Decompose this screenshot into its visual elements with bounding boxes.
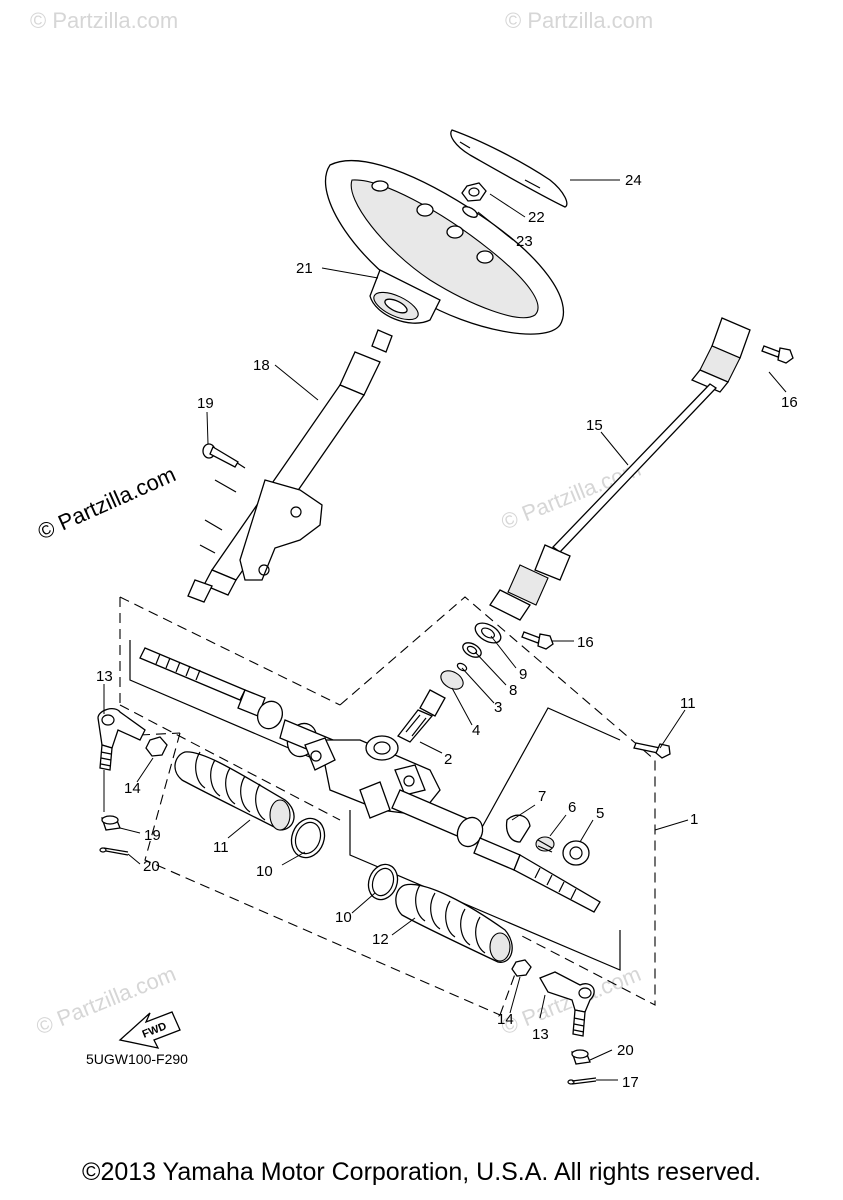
- tie-rod-end-13-left: [97, 708, 146, 771]
- callout-22: 22: [528, 209, 545, 226]
- circlip-3: [456, 662, 468, 672]
- callout-4: 4: [472, 722, 480, 739]
- steering-rack-right: [391, 789, 601, 913]
- pinion-shaft: [397, 709, 434, 743]
- callout-14-left: 14: [124, 780, 141, 797]
- steering-shaft: [489, 317, 751, 621]
- nut-19-left: [101, 815, 121, 831]
- boot-11-right: [395, 883, 513, 963]
- watermark-faint: © Partzilla.com: [498, 456, 645, 535]
- watermark-faint: © Partzilla.com: [505, 8, 653, 33]
- nut-14-right: [511, 959, 532, 977]
- callout-7: 7: [538, 788, 546, 805]
- copyright-notice: ©2013 Yamaha Motor Corporation, U.S.A. A…: [82, 1158, 761, 1186]
- watermark-partzilla: © Partzilla.com: [34, 461, 180, 544]
- oil-seal-9: [474, 622, 502, 644]
- callout-14-right: 14: [497, 1011, 514, 1028]
- callout-2: 2: [444, 751, 452, 768]
- callout-10-right: 10: [335, 909, 352, 926]
- guide-7: [505, 814, 531, 843]
- clamp-10-right: [367, 863, 399, 901]
- bolt-16-lower: [521, 631, 554, 650]
- callout-8: 8: [509, 682, 517, 699]
- steering-cover: [450, 129, 568, 208]
- callout-11-right: 12: [372, 931, 389, 948]
- callout-21: 21: [296, 260, 313, 277]
- nut-19-right: [571, 1049, 591, 1065]
- washer-23: [462, 206, 478, 218]
- callouts: 24 22 23 21 18 19 15 16 16 9 8 3 4 2 11 …: [96, 172, 798, 1091]
- callout-16-upper: 16: [781, 394, 798, 411]
- bolt-18: [202, 443, 239, 468]
- callout-19-left: 19: [144, 827, 161, 844]
- nut-14-left: [145, 736, 168, 757]
- callout-15: 15: [586, 417, 603, 434]
- callout-5: 5: [596, 805, 604, 822]
- adjust-bolt-5: [562, 840, 590, 866]
- bearing-4: [419, 670, 464, 717]
- steering-wheel: [324, 159, 565, 335]
- rack-boxes: [129, 640, 621, 971]
- cotter-pin-20-left: [99, 847, 129, 856]
- bolt-16-upper: [761, 345, 794, 364]
- bolt-12: [633, 742, 671, 759]
- callout-1: 1: [690, 811, 698, 828]
- callout-10-left: 10: [256, 863, 273, 880]
- callout-23: 23: [516, 233, 533, 250]
- clamp-10-left: [290, 817, 326, 859]
- callout-9: 9: [519, 666, 527, 683]
- leader-lines: [103, 179, 787, 1081]
- callout-18: 19: [197, 395, 214, 412]
- steering-column: [187, 329, 393, 603]
- cotter-pin-20-right: [567, 1077, 597, 1085]
- nut-22: [461, 182, 487, 202]
- watermark-faint: © Partzilla.com: [30, 8, 178, 33]
- callout-13-left: 13: [96, 668, 113, 685]
- callout-6: 6: [568, 799, 576, 816]
- callout-19-right: 20: [617, 1042, 634, 1059]
- callout-11-left: 11: [213, 839, 229, 856]
- spring-6: [535, 836, 555, 853]
- callout-20-left: 20: [143, 858, 160, 875]
- callout-24: 24: [625, 172, 642, 189]
- callout-13-right: 13: [532, 1026, 549, 1043]
- tie-rod-end-13-right: [539, 971, 595, 1037]
- callout-20-right: 17: [622, 1074, 639, 1091]
- fwd-arrow: FWD: [118, 1011, 181, 1049]
- diagram-code: 5UGW100-F290: [86, 1051, 188, 1067]
- callout-17: 18: [253, 357, 270, 374]
- boot-11-left: [174, 751, 295, 831]
- callout-16-lower: 16: [577, 634, 594, 651]
- callout-12: 11: [680, 695, 696, 712]
- callout-3: 3: [494, 699, 502, 716]
